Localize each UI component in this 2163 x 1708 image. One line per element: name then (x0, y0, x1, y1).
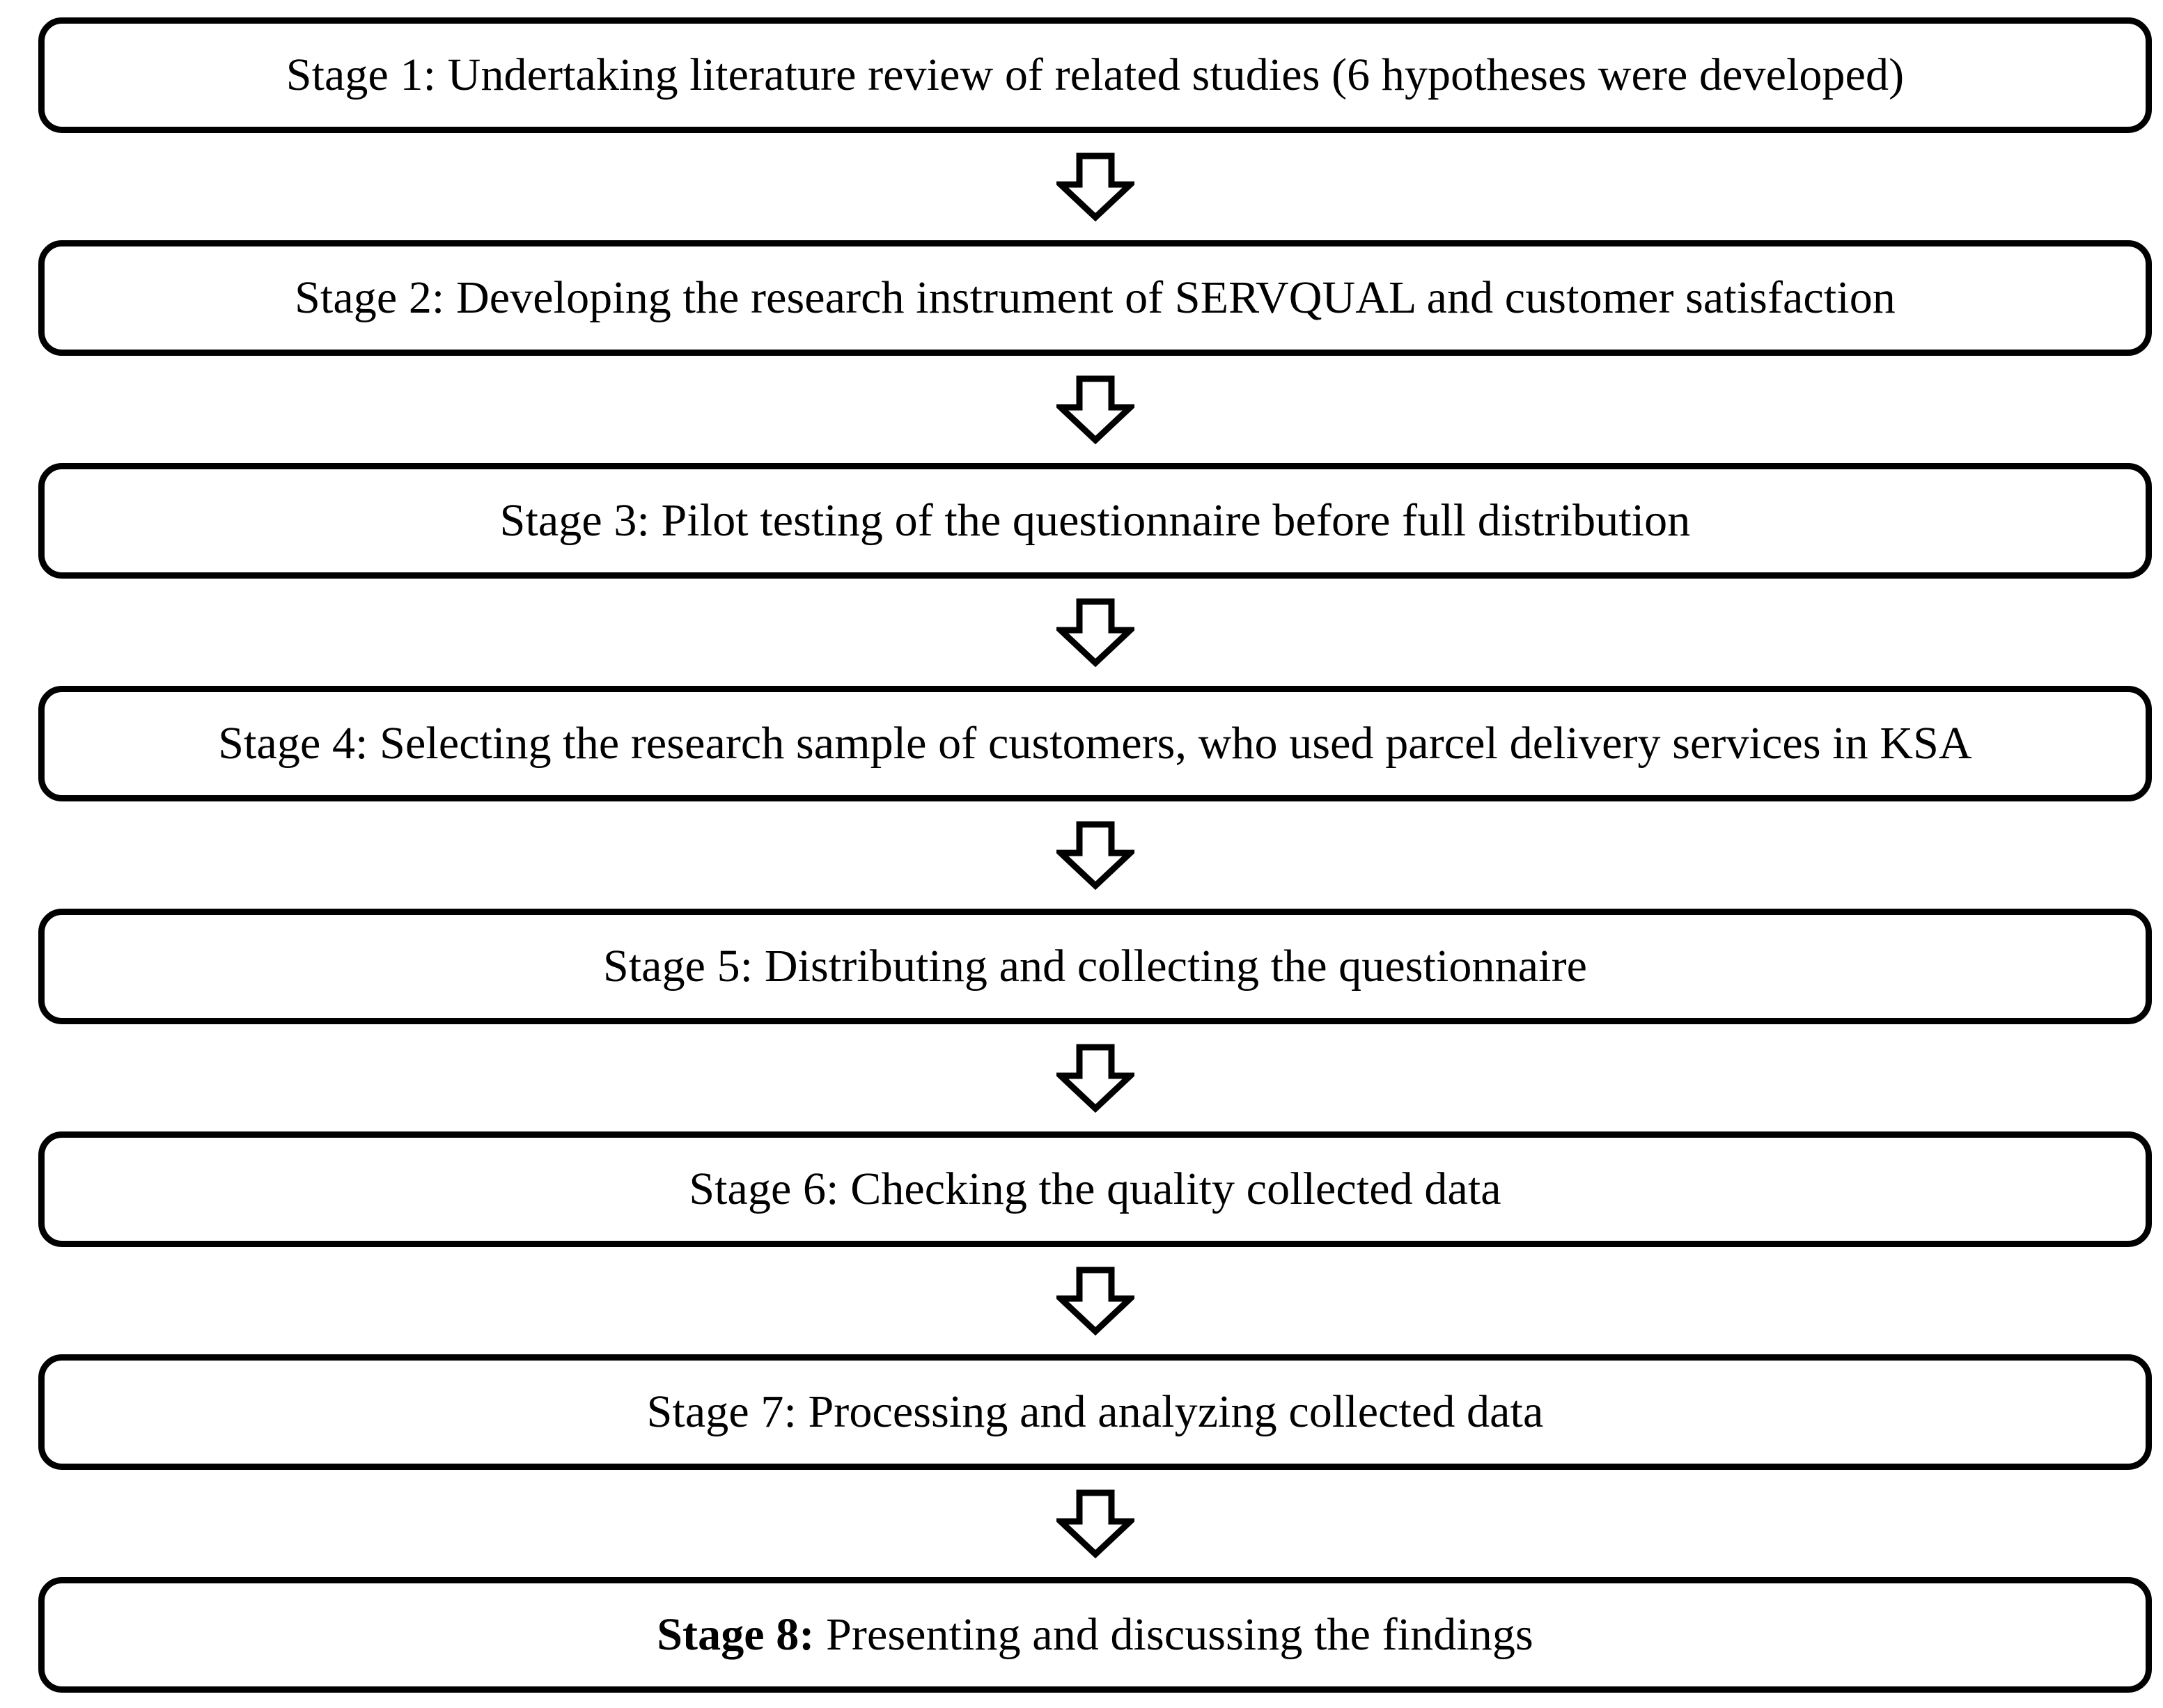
flow-connector (38, 1024, 2152, 1131)
stage-body-8: Presenting and discussing the findings (814, 1609, 1533, 1661)
flow-connector (38, 133, 2152, 240)
stage-label-8: Stage 8: Presenting and discussing the f… (657, 1611, 1533, 1659)
stage-box-2: Stage 2: Developing the research instrum… (38, 240, 2152, 356)
down-arrow-icon (1056, 152, 1134, 221)
stage-label-1: Stage 1: Undertaking literature review o… (286, 51, 1904, 99)
stage-label-5: Stage 5: Distributing and collecting the… (603, 942, 1587, 990)
stage-body-3: Pilot testing of the questionnaire befor… (649, 495, 1691, 547)
stage-flow-column: Stage 1: Undertaking literature review o… (38, 17, 2152, 1693)
stage-box-4: Stage 4: Selecting the research sample o… (38, 686, 2152, 801)
down-arrow-icon (1056, 598, 1134, 667)
stage-body-6: Checking the quality collected data (838, 1164, 1501, 1215)
stage-box-6: Stage 6: Checking the quality collected … (38, 1131, 2152, 1247)
stage-body-5: Distributing and collecting the question… (753, 941, 1588, 992)
down-arrow-icon (1056, 821, 1134, 890)
stage-label-7: Stage 7: Processing and analyzing collec… (647, 1388, 1544, 1436)
flow-connector (38, 356, 2152, 463)
stage-box-8: Stage 8: Presenting and discussing the f… (38, 1577, 2152, 1693)
stage-lead-6: Stage 6: (689, 1164, 839, 1215)
stage-lead-8: Stage 8: (657, 1609, 815, 1661)
stage-body-7: Processing and analyzing collected data (796, 1386, 1544, 1438)
stage-lead-1: Stage 1: (286, 49, 437, 101)
down-arrow-icon (1056, 1489, 1134, 1558)
flow-connector (38, 1470, 2152, 1577)
down-arrow-icon (1056, 375, 1134, 444)
stage-box-3: Stage 3: Pilot testing of the questionna… (38, 463, 2152, 579)
stage-box-5: Stage 5: Distributing and collecting the… (38, 909, 2152, 1024)
stage-box-7: Stage 7: Processing and analyzing collec… (38, 1354, 2152, 1470)
down-arrow-icon (1056, 1044, 1134, 1113)
flow-connector (38, 579, 2152, 686)
stage-label-3: Stage 3: Pilot testing of the questionna… (500, 496, 1691, 544)
stage-body-1: Undertaking literature review of related… (436, 49, 1905, 101)
stage-lead-2: Stage 2: (295, 272, 445, 324)
stage-body-4: Selecting the research sample of custome… (368, 718, 1972, 769)
stage-box-1: Stage 1: Undertaking literature review o… (38, 17, 2152, 133)
stage-label-4: Stage 4: Selecting the research sample o… (218, 719, 1971, 767)
stage-lead-4: Stage 4: (218, 718, 368, 769)
stage-label-6: Stage 6: Checking the quality collected … (689, 1165, 1501, 1213)
flow-connector (38, 1247, 2152, 1354)
flow-connector (38, 801, 2152, 909)
stage-lead-5: Stage 5: (602, 941, 753, 992)
down-arrow-icon (1056, 1267, 1134, 1335)
stage-lead-3: Stage 3: (499, 495, 650, 547)
stage-body-2: Developing the research instrument of SE… (444, 272, 1896, 324)
stage-lead-7: Stage 7: (646, 1386, 797, 1438)
stage-label-2: Stage 2: Developing the research instrum… (295, 274, 1896, 322)
